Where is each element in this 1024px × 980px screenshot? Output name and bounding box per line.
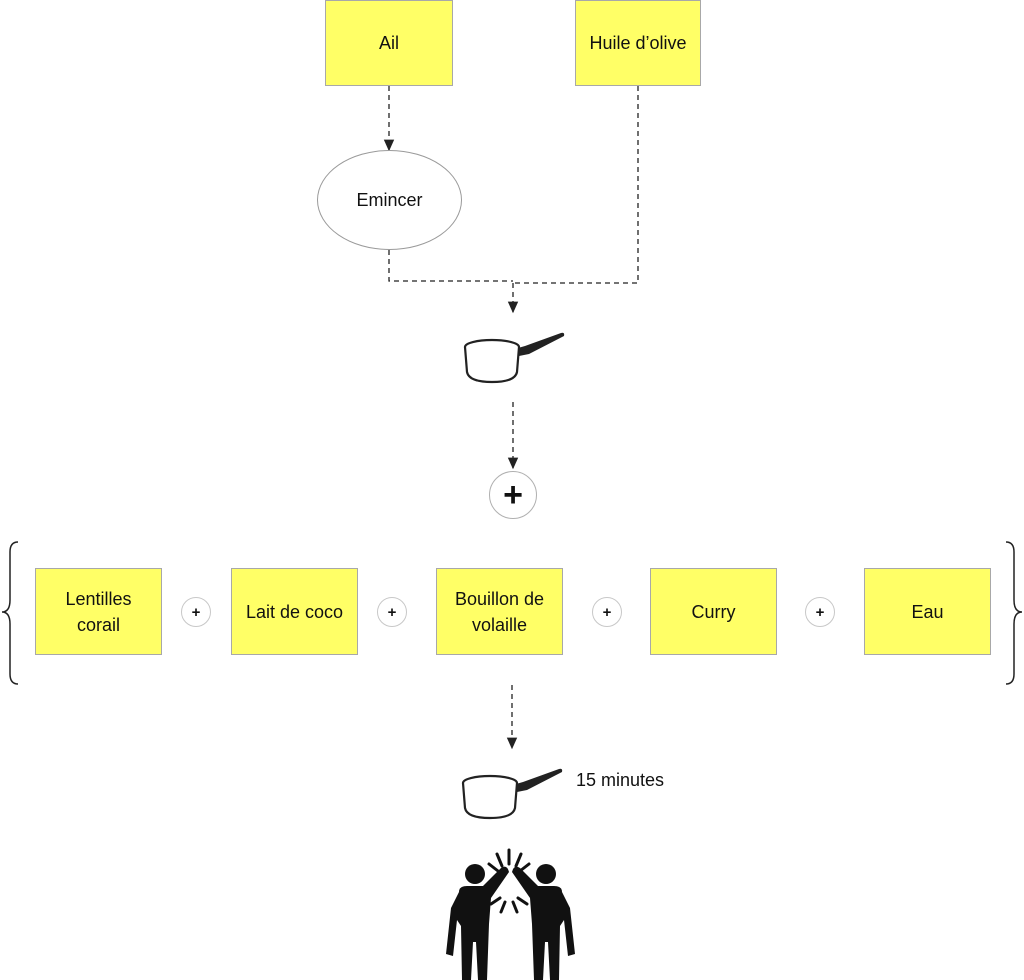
saucepan-icon [461, 768, 563, 820]
note-eau: Eau [864, 568, 991, 655]
note-curry: Curry [650, 568, 777, 655]
plus-symbol: + [387, 603, 397, 621]
plus-icon: + [377, 597, 407, 627]
saucepan-icon [463, 332, 565, 384]
note-huile-label: Huile d’olive [589, 33, 687, 53]
plus-big-symbol: + [503, 476, 523, 514]
plus-big-icon: + [489, 471, 537, 519]
step-emincer: Emincer [317, 150, 462, 250]
connector-huile-to-pan [513, 86, 639, 284]
connector-emincer-to-pan [388, 250, 513, 282]
note-bouillon: Bouillon de volaille [436, 568, 563, 655]
plus-symbol: + [815, 603, 825, 621]
cooking-duration: 15 minutes [576, 770, 665, 790]
ingredient-label: Bouillon de volaille [454, 588, 545, 635]
plus-symbol: + [602, 603, 612, 621]
step-emincer-label: Emincer [356, 189, 423, 210]
left-brace [1, 541, 19, 685]
ingredient-label: Lait de coco [245, 601, 344, 622]
note-huile-olive: Huile d’olive [575, 0, 701, 86]
ingredient-label: Lentilles corail [65, 588, 132, 635]
plus-symbol: + [191, 603, 201, 621]
note-lait-coco: Lait de coco [231, 568, 358, 655]
plus-icon: + [181, 597, 211, 627]
note-ail: Ail [325, 0, 453, 86]
ingredient-label: Eau [911, 601, 944, 622]
plus-icon: + [592, 597, 622, 627]
note-lentilles: Lentilles corail [35, 568, 162, 655]
high-five-icon [446, 848, 575, 980]
ingredient-label: Curry [691, 601, 736, 622]
right-brace [1005, 541, 1023, 685]
plus-icon: + [805, 597, 835, 627]
note-ail-label: Ail [378, 33, 399, 53]
